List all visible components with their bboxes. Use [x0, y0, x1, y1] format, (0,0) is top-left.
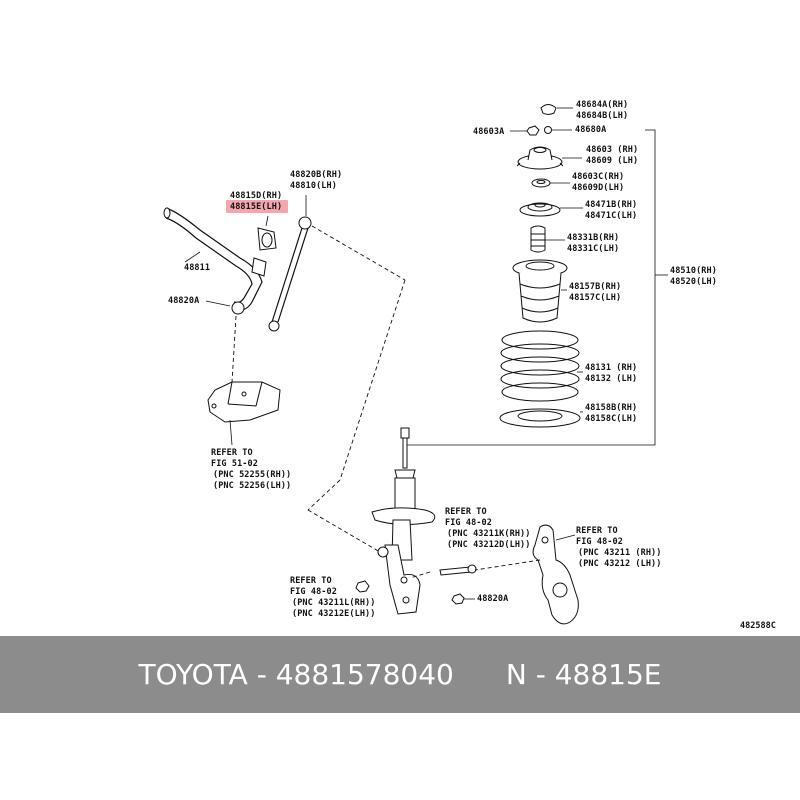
label-48684b: 48684B(LH)	[576, 111, 629, 121]
label-48815d: 48815D(RH)	[230, 191, 283, 201]
label-48603a: 48603A	[473, 127, 505, 137]
bump-stopper[interactable]	[530, 225, 546, 253]
selected-part-highlight	[226, 200, 288, 213]
upper-mount-cap[interactable]	[540, 104, 557, 115]
nut-strut-left[interactable]	[355, 580, 370, 593]
body-bracket[interactable]	[207, 381, 281, 446]
ref-fig-48-02-c-line4: (PNC 43212E(LH))	[292, 609, 376, 619]
ref-fig-48-02-b-line4: (PNC 43212 (LH))	[578, 559, 662, 569]
nut-48603a[interactable]	[526, 125, 540, 136]
ref-fig-48-02-c-line1: REFER TO	[290, 576, 332, 586]
label-48331c: 48331C(LH)	[567, 244, 620, 254]
ref-fig-48-02-a-line1: REFER TO	[445, 507, 487, 517]
washer-48680a[interactable]	[544, 126, 552, 134]
ref-fig-48-02-a-line4: (PNC 43212D(LH))	[447, 540, 531, 550]
label-48331b: 48331B(RH)	[567, 233, 620, 243]
label-48510: 48510(RH)	[670, 266, 717, 276]
collar-48603c[interactable]	[531, 178, 551, 188]
stabilizer-bracket[interactable]	[251, 257, 267, 277]
ref-fig-48-02-c-line3: (PNC 43211L(RH))	[292, 598, 376, 608]
spring-upper-seat[interactable]	[519, 202, 561, 217]
coil-spring[interactable]	[500, 330, 580, 402]
label-48158c: 48158C(LH)	[585, 414, 638, 424]
footer-bar: TOYOTA - 4881578040 N - 48815E	[0, 636, 800, 713]
label-48820a-right: 48820A	[477, 594, 509, 604]
label-48811: 48811	[184, 263, 211, 273]
label-48520: 48520(LH)	[670, 277, 717, 287]
label-48609: 48609 (LH)	[586, 156, 639, 166]
label-48471b: 48471B(RH)	[585, 200, 638, 210]
label-48131: 48131 (RH)	[585, 363, 638, 373]
label-48820b: 48820B(RH)	[290, 170, 343, 180]
ref-fig-48-02-c-line2: FIG 48-02	[290, 587, 337, 597]
leader-48811	[184, 251, 201, 263]
label-48680a: 48680A	[575, 125, 607, 135]
label-48810: 48810(LH)	[290, 181, 337, 191]
dust-boot[interactable]	[512, 259, 568, 323]
label-48157c: 48157C(LH)	[569, 293, 622, 303]
ref-fig-48-02-b-line1: REFER TO	[576, 526, 618, 536]
ref-fig-48-02-b-line2: FIG 48-02	[576, 537, 623, 547]
stabilizer-bushing[interactable]	[257, 215, 277, 251]
footer-reference: N - 48815E	[505, 658, 662, 691]
ref-fig-51-02-line3: (PNC 52255(RH))	[213, 470, 292, 480]
label-48132: 48132 (LH)	[585, 374, 638, 384]
label-48609d: 48609D(LH)	[572, 183, 625, 193]
label-48471c: 48471C(LH)	[585, 211, 638, 221]
stabilizer-bar[interactable]	[163, 207, 263, 311]
footer-part-number: TOYOTA - 4881578040	[138, 658, 454, 691]
stabilizer-link[interactable]	[268, 195, 312, 332]
label-48158b: 48158B(RH)	[585, 403, 638, 413]
spring-lower-insulator[interactable]	[499, 408, 581, 428]
shock-absorber[interactable]	[371, 427, 436, 615]
ref-fig-51-02-line4: (PNC 52256(LH))	[213, 481, 292, 491]
ref-fig-48-02-a-line3: (PNC 43211K(RH))	[447, 529, 531, 539]
nut-48820a-right[interactable]	[451, 593, 475, 605]
steering-knuckle[interactable]	[532, 524, 579, 625]
bolt-upper[interactable]	[439, 564, 477, 576]
ref-fig-48-02-b-line3: (PNC 43211 (RH))	[578, 548, 662, 558]
dashed-connectors	[231, 225, 541, 579]
ref-fig-48-02-a-line2: FIG 48-02	[445, 518, 492, 528]
label-48820a-left: 48820A	[168, 296, 200, 306]
ref-fig-51-02-line1: REFER TO	[211, 448, 253, 458]
link-nut[interactable]	[205, 300, 245, 315]
label-48603: 48603 (RH)	[586, 145, 639, 155]
catalog-number: 482588C	[740, 621, 776, 631]
label-48603c: 48603C(RH)	[572, 172, 625, 182]
label-48684a: 48684A(RH)	[576, 100, 629, 110]
upper-support[interactable]	[516, 146, 564, 170]
ref-fig-51-02-line2: FIG 51-02	[211, 459, 258, 469]
label-48157b: 48157B(RH)	[569, 282, 622, 292]
label-48815e: 48815E(LH)	[230, 202, 283, 212]
